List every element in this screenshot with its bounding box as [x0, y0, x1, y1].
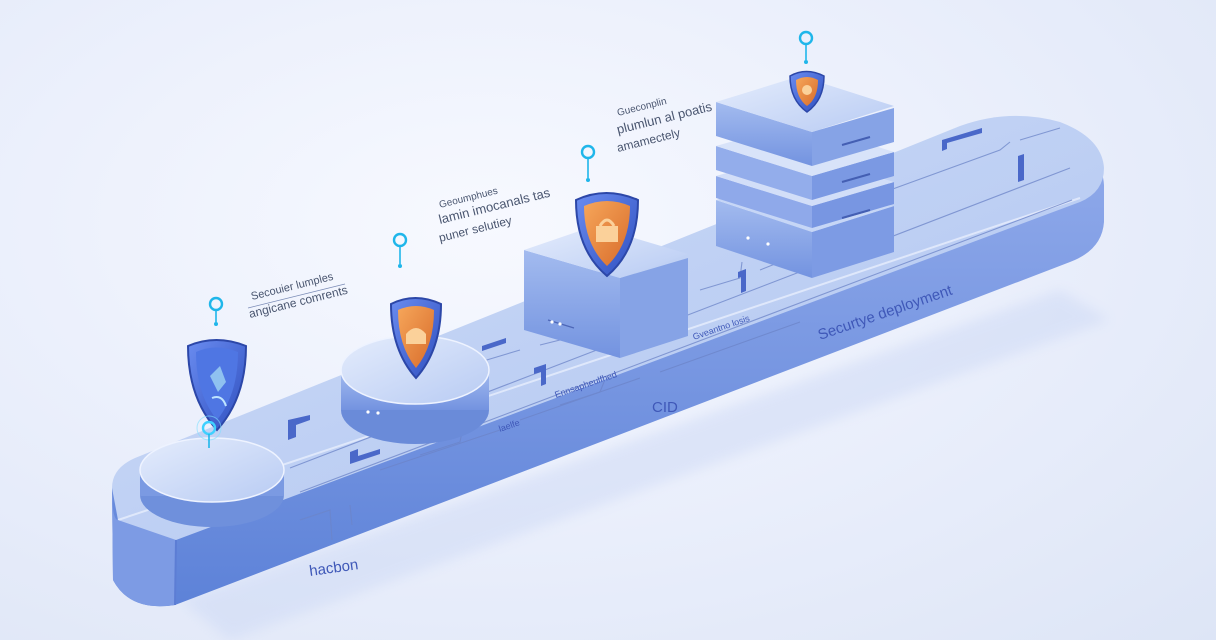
platform-label-start: hacbon	[308, 556, 359, 580]
platform-reflection	[180, 290, 1110, 640]
platform-label-middle: CID	[652, 399, 678, 416]
stage-annotation-2: Geoumphues lamin imocanals tas puner sel…	[437, 185, 552, 245]
shield-icon	[574, 192, 640, 278]
location-pin-icon	[392, 232, 408, 268]
shield-icon	[389, 297, 443, 380]
shield-icon	[186, 339, 248, 432]
location-pin-icon	[580, 144, 596, 182]
stage-annotation-1: Secouier lumples angicane comrents	[247, 271, 349, 321]
stage-1-disc	[139, 437, 285, 527]
stage-annotation-3: Gueconplin plumlun al poatis amamectely	[615, 96, 714, 155]
location-pin-icon	[798, 30, 814, 64]
stage-4-server-stack	[716, 76, 894, 278]
shield-icon	[789, 70, 825, 113]
bracket-markers	[288, 128, 1024, 464]
location-pin-icon	[208, 296, 224, 326]
location-pin-icon	[196, 415, 222, 448]
